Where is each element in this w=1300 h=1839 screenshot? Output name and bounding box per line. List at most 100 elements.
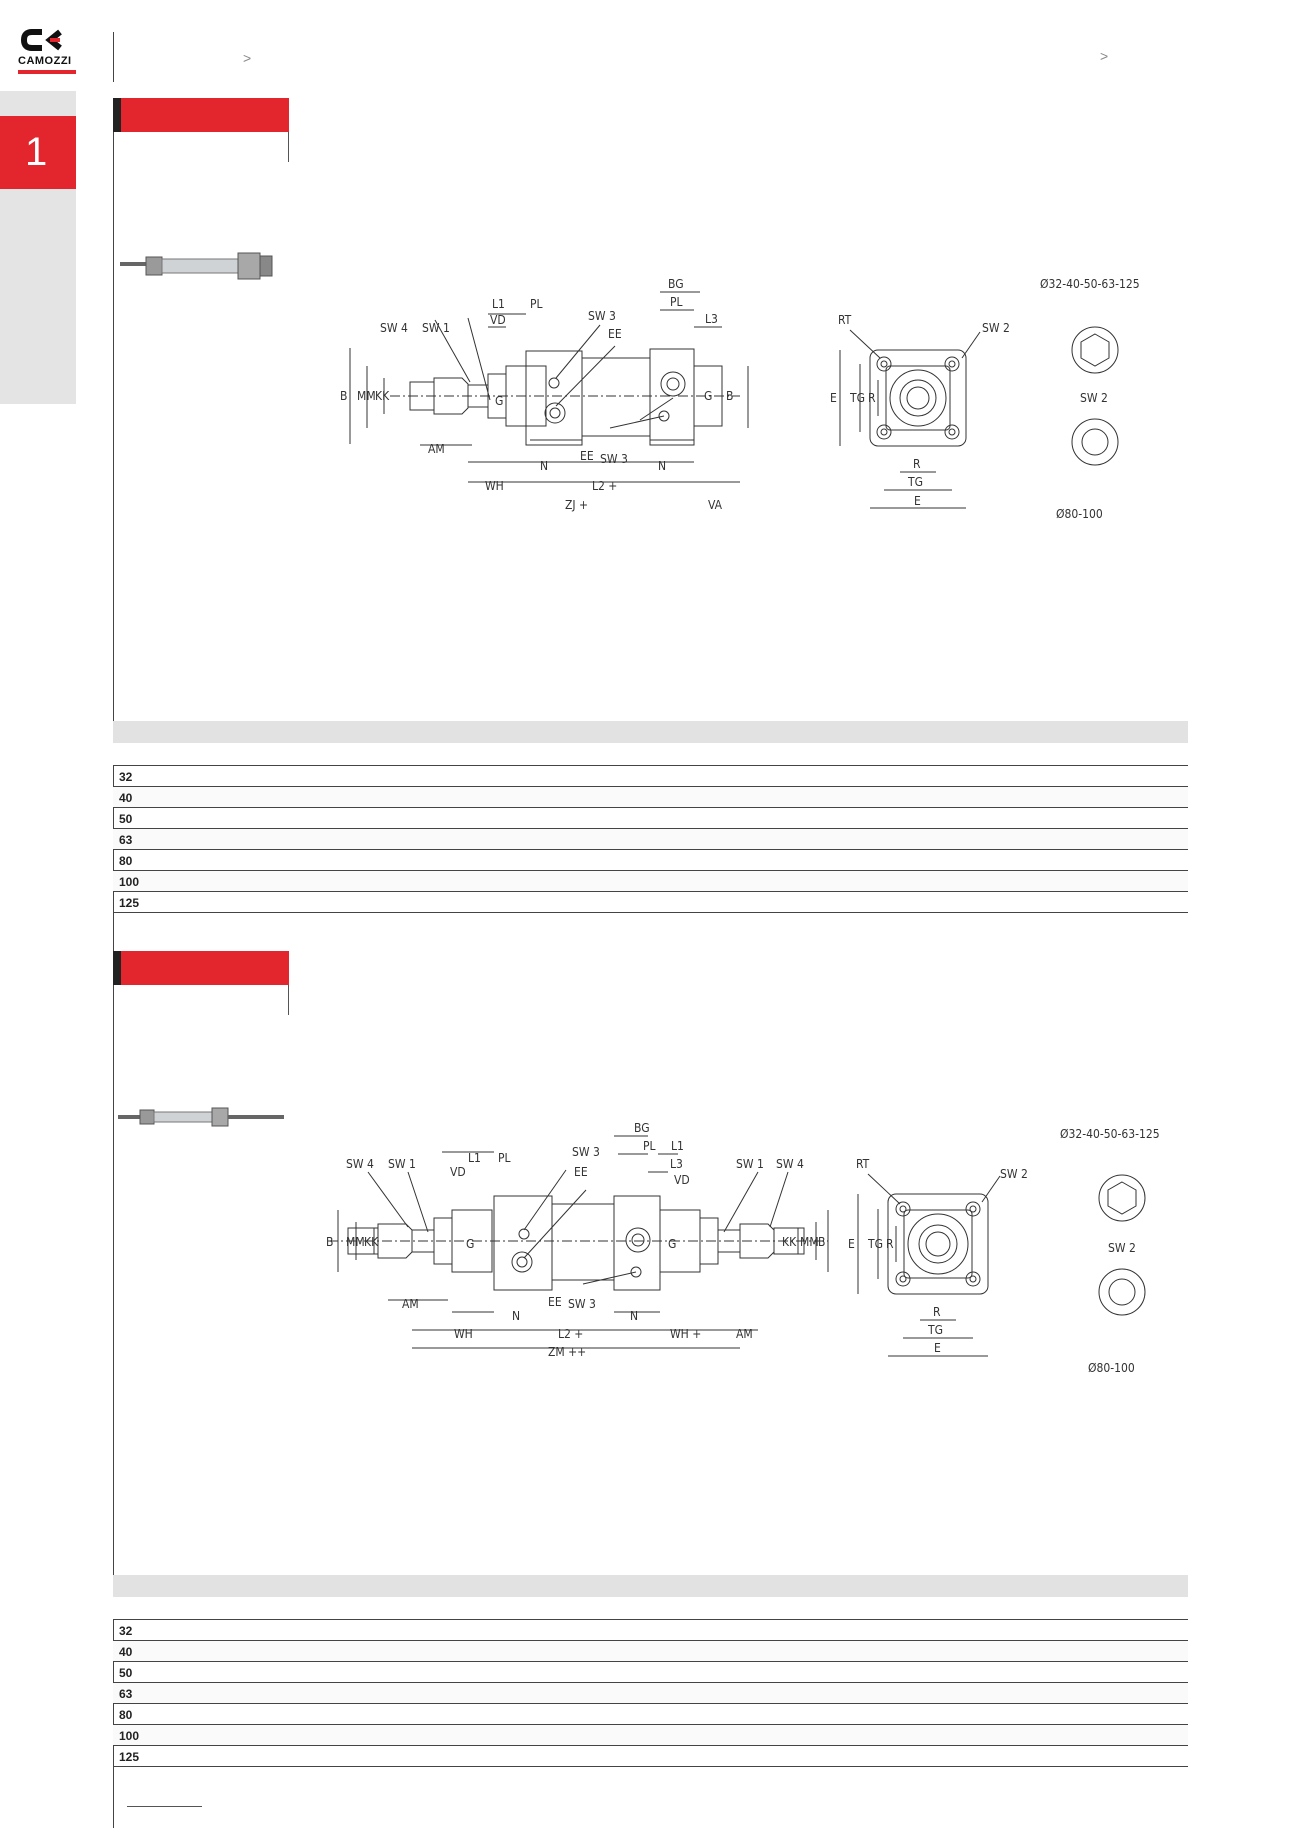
label-l1: L1 <box>468 1151 481 1165</box>
label-ee: EE <box>580 449 594 463</box>
label-ee: EE <box>608 327 622 341</box>
label-am: AM <box>402 1297 419 1311</box>
dimensions-table-1: 32 40 50 63 80 100 125 <box>113 721 1188 913</box>
label-am: AM <box>736 1327 753 1341</box>
label-tg: TG <box>927 1323 943 1337</box>
label-sw3: SW 3 <box>572 1145 600 1159</box>
label-rt: RT <box>838 313 852 327</box>
label-r: R <box>868 391 876 405</box>
label-sw3: SW 3 <box>568 1297 596 1311</box>
label-sw3: SW 3 <box>600 452 628 466</box>
table-row: 100 <box>113 1725 1188 1746</box>
label-pl: PL <box>498 1151 511 1165</box>
section-2-tab-edge <box>113 951 121 985</box>
footer-rule <box>127 1806 202 1807</box>
label-b: B <box>340 389 347 403</box>
label-am: AM <box>428 442 445 456</box>
table-row: 125 <box>113 1746 1188 1767</box>
label-l1: L1 <box>492 297 505 311</box>
section-1-tab <box>113 98 289 132</box>
brand-name: CAMOZZI <box>18 55 72 67</box>
label-l3: L3 <box>670 1157 683 1171</box>
label-g: G <box>466 1237 474 1251</box>
label-pl: PL <box>643 1139 656 1153</box>
label-diameter-small: Ø32-40-50-63-125 <box>1040 277 1140 291</box>
label-sw2: SW 2 <box>1108 1241 1136 1255</box>
label-sw3: SW 3 <box>588 309 616 323</box>
label-b: B <box>326 1235 333 1249</box>
table-subheader <box>113 1597 1188 1620</box>
label-sw4: SW 4 <box>380 321 408 335</box>
label-n: N <box>512 1309 520 1323</box>
table-row: 40 <box>113 787 1188 808</box>
label-sw2: SW 2 <box>982 321 1010 335</box>
label-mm: MM <box>346 1235 365 1249</box>
label-wh: WH <box>485 479 504 493</box>
brand-underline <box>18 70 76 74</box>
label-mm: MM <box>800 1235 819 1249</box>
label-n: N <box>540 459 548 473</box>
label-l3: L3 <box>705 312 718 326</box>
table-row: 50 <box>113 808 1188 829</box>
label-wh: WH <box>454 1327 473 1341</box>
table-row: 63 <box>113 829 1188 850</box>
label-l1: L1 <box>671 1139 684 1153</box>
label-va: VA <box>708 498 723 512</box>
label-g: G <box>495 394 503 408</box>
label-kk: KK <box>782 1235 797 1249</box>
label-e: E <box>914 494 921 508</box>
label-r: R <box>933 1305 941 1319</box>
label-rt: RT <box>856 1157 870 1171</box>
label-zm: ZM ++ <box>548 1345 586 1359</box>
label-sw1: SW 1 <box>422 321 450 335</box>
table-row: 40 <box>113 1641 1188 1662</box>
label-sw1: SW 1 <box>736 1157 764 1171</box>
label-n: N <box>658 459 666 473</box>
table-row: 80 <box>113 1704 1188 1725</box>
through-rod-cylinder-product-image <box>118 1107 284 1127</box>
table-subheader <box>113 743 1188 766</box>
label-wh-plus: WH + <box>670 1327 701 1341</box>
table-row: 50 <box>113 1662 1188 1683</box>
label-ee: EE <box>574 1165 588 1179</box>
label-diameter-large: Ø80-100 <box>1088 1361 1135 1375</box>
label-sw4: SW 4 <box>776 1157 804 1171</box>
label-l2: L2 + <box>558 1327 583 1341</box>
table-row: 63 <box>113 1683 1188 1704</box>
breadcrumb-separator: > <box>1100 48 1109 64</box>
camozzi-logo-icon <box>20 29 62 51</box>
label-tg: TG <box>867 1237 883 1251</box>
label-g: G <box>704 389 712 403</box>
label-pl: PL <box>530 297 543 311</box>
label-ee: EE <box>548 1295 562 1309</box>
section-2-tab-stem <box>288 985 289 1015</box>
label-n: N <box>630 1309 638 1323</box>
label-r: R <box>886 1237 894 1251</box>
label-tg: TG <box>907 475 923 489</box>
label-pl: PL <box>670 295 683 309</box>
table-header <box>113 1575 1188 1597</box>
table-row: 32 <box>113 766 1188 787</box>
label-r: R <box>913 457 921 471</box>
table-row: 125 <box>113 892 1188 913</box>
cylinder-product-image <box>120 252 273 280</box>
label-mm: MM <box>357 389 376 403</box>
label-diameter-large: Ø80-100 <box>1056 507 1103 521</box>
label-b: B <box>726 389 733 403</box>
label-kk: KK <box>364 1235 379 1249</box>
label-tg: TG <box>849 391 865 405</box>
label-bg: BG <box>634 1121 650 1135</box>
label-bg: BG <box>668 277 684 291</box>
header-divider <box>113 32 114 82</box>
label-b: B <box>818 1235 825 1249</box>
dimensions-table-2: 32 40 50 63 80 100 125 <box>113 1575 1188 1767</box>
label-sw2: SW 2 <box>1080 391 1108 405</box>
label-vd: VD <box>674 1173 690 1187</box>
technical-drawing-1: SW 4 SW 1 L1 VD PL SW 3 EE BG PL L3 B MM… <box>340 277 1140 521</box>
label-sw2: SW 2 <box>1000 1167 1028 1181</box>
label-sw4: SW 4 <box>346 1157 374 1171</box>
label-e: E <box>934 1341 941 1355</box>
label-l2: L2 + <box>592 479 617 493</box>
label-diameter-small: Ø32-40-50-63-125 <box>1060 1127 1160 1141</box>
table-header <box>113 721 1188 743</box>
